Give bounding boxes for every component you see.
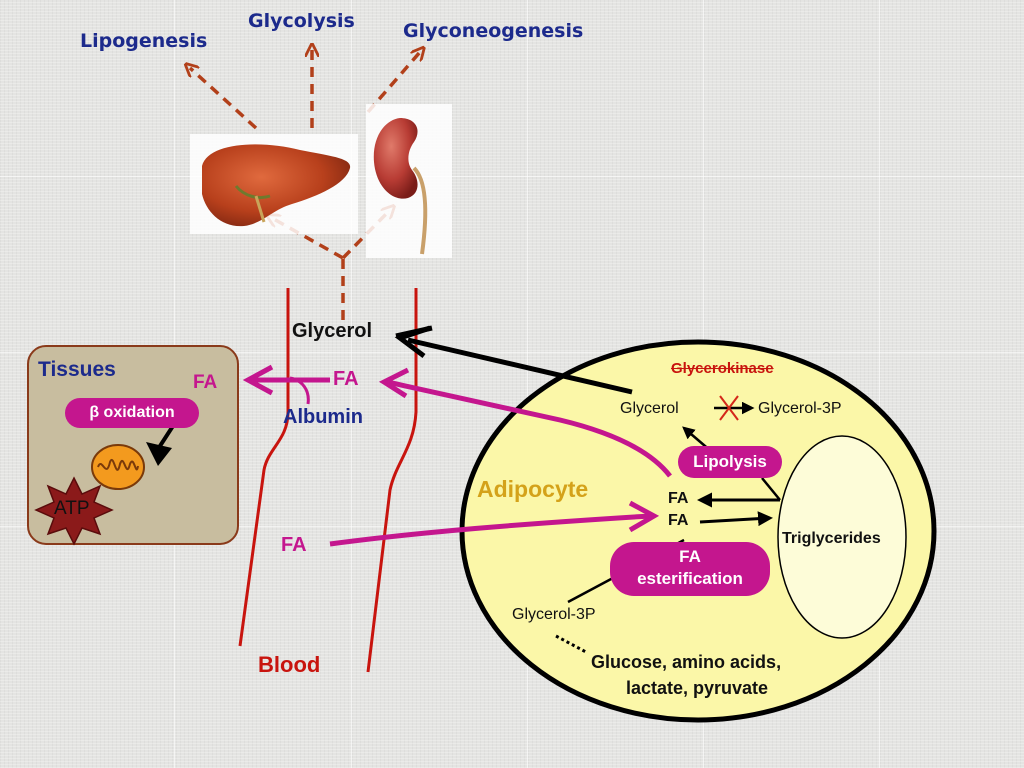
glycerokinase-arrow bbox=[714, 395, 755, 421]
label-triglycerides: Triglycerides bbox=[782, 530, 881, 547]
arrow-fa-to-tissues bbox=[242, 364, 330, 405]
grid-line bbox=[527, 0, 528, 768]
label-fa-blood: FA bbox=[333, 368, 359, 390]
label-sources-line2: lactate, pyruvate bbox=[626, 678, 769, 698]
label-glycerol-blood: Glycerol bbox=[292, 320, 373, 342]
label-glycerol-cell: Glycerol bbox=[620, 400, 679, 417]
label-glycerokinase: Glycerokinase bbox=[671, 360, 774, 377]
label-fa-uptake: FA bbox=[281, 534, 307, 556]
label-glycerol-3p-top: Glycerol-3P bbox=[758, 400, 842, 417]
arrow-fa-export bbox=[378, 367, 672, 478]
blood-vessel bbox=[238, 288, 418, 673]
beta-symbol: β bbox=[89, 404, 100, 421]
label-fa-cell-1: FA bbox=[668, 490, 689, 507]
beta-oxidation-pill: β oxidation bbox=[65, 398, 199, 428]
kidney-icon bbox=[366, 104, 452, 258]
arrow-glycerol-export bbox=[394, 325, 633, 395]
fa-esterification-pill: FA esterification bbox=[610, 542, 770, 596]
fa-esterification-line1: FA bbox=[679, 547, 701, 566]
label-sources-line1: Glucose, amino acids, bbox=[591, 652, 782, 672]
arrow-to-liver bbox=[272, 218, 344, 260]
liver-icon bbox=[190, 134, 358, 234]
label-fa-tissues: FA bbox=[193, 372, 218, 393]
arrow-fa-import bbox=[329, 500, 660, 547]
atp-star-icon bbox=[34, 476, 114, 546]
label-glycerol-3p-bottom: Glycerol-3P bbox=[512, 606, 596, 623]
label-atp: ATP bbox=[54, 498, 90, 519]
label-tissues: Tissues bbox=[38, 358, 116, 381]
label-lipogenesis: Lipogenesis bbox=[80, 30, 208, 52]
grid-line bbox=[879, 0, 880, 768]
label-glycolysis: Glycolysis bbox=[248, 10, 355, 32]
label-adipocyte: Adipocyte bbox=[477, 476, 589, 502]
lipolysis-pill: Lipolysis bbox=[678, 446, 782, 478]
grid-line bbox=[0, 352, 1024, 353]
grid-line bbox=[351, 0, 352, 768]
fa-esterification-line2: esterification bbox=[637, 569, 743, 588]
grid-line bbox=[0, 176, 1024, 177]
mitochondrion-icon bbox=[91, 444, 145, 490]
beta-oxidation-label: oxidation bbox=[103, 404, 175, 421]
label-fa-cell-2: FA bbox=[668, 512, 689, 529]
label-albumin: Albumin bbox=[283, 406, 363, 428]
arrow-to-glyconeogenesis bbox=[366, 52, 420, 114]
label-blood: Blood bbox=[258, 652, 321, 677]
adipocyte-cell bbox=[459, 339, 937, 723]
arrow-to-lipogenesis bbox=[190, 68, 258, 130]
label-glyconeogenesis: Glyconeogenesis bbox=[403, 20, 584, 42]
